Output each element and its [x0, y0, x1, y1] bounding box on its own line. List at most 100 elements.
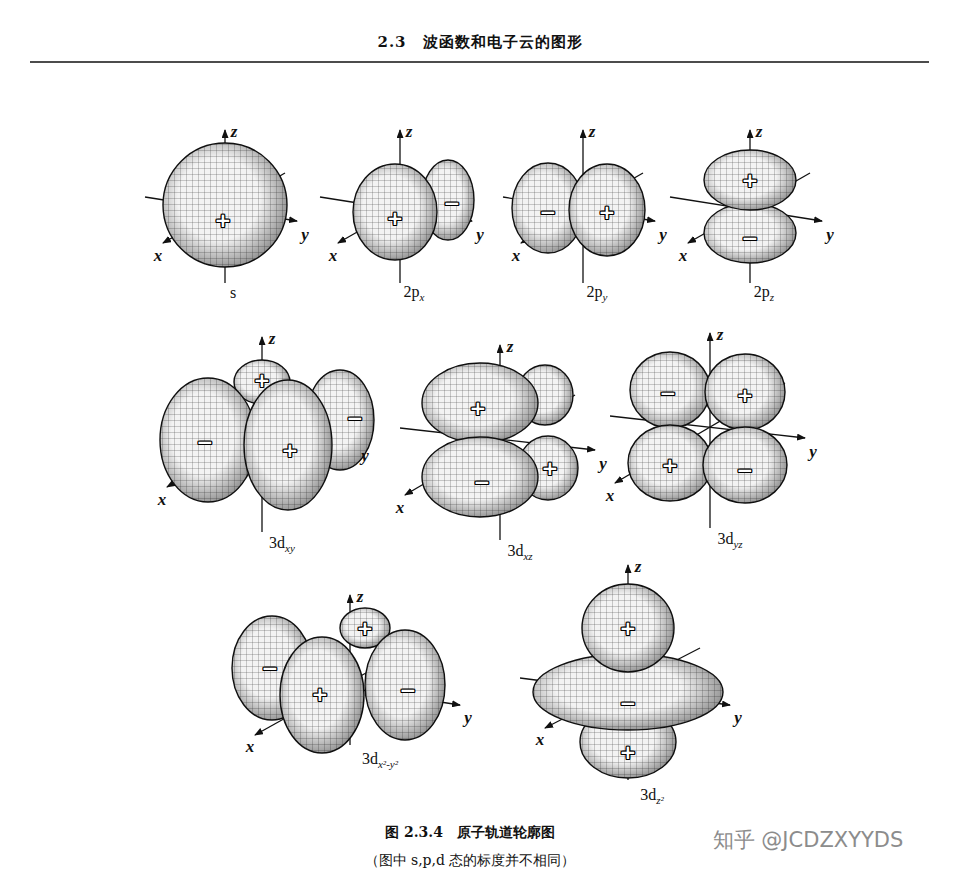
axis-label: z	[756, 123, 763, 142]
orbital-name-main: 3d	[362, 750, 378, 767]
orbital-name: 3dx²-y²	[362, 750, 398, 770]
orbital-name-subscript: yz	[733, 538, 742, 550]
3dxz-orbital	[400, 345, 595, 540]
orbital-lobe	[703, 427, 787, 503]
axis-label: x	[512, 247, 521, 266]
orbital-name: 3dxy	[269, 534, 295, 554]
orbital-name-main: 3d	[640, 786, 656, 803]
axis-label: x	[396, 499, 405, 518]
phase-sign: −	[540, 201, 557, 223]
axis-label: y	[361, 447, 369, 466]
axis-label: y	[599, 455, 607, 474]
axis-label: z	[717, 326, 724, 345]
header-rule	[30, 61, 929, 63]
phase-sign: +	[742, 169, 759, 191]
orbital-name-main: 3d	[269, 534, 285, 551]
phase-sign: +	[542, 457, 559, 479]
orbital-lobe	[160, 378, 256, 502]
orbital-name-main: 3d	[507, 542, 523, 559]
phase-sign: −	[474, 471, 491, 493]
phase-sign: −	[262, 657, 279, 679]
lobe-shade	[582, 584, 674, 672]
lobe-shade	[244, 380, 332, 510]
phase-sign: +	[254, 369, 271, 391]
3dyz-orbital	[610, 333, 805, 528]
lobe-shade	[704, 203, 796, 263]
axis-label: y	[826, 226, 834, 245]
orbital-lobe	[628, 425, 712, 501]
orbital-name-subscript: y	[603, 291, 608, 303]
axis-label: x	[536, 731, 545, 750]
phase-sign: −	[197, 431, 214, 453]
lobe-shade	[422, 437, 538, 517]
axis-label: z	[406, 123, 413, 142]
axis-label: y	[464, 709, 472, 728]
orbital-name-subscript: z²	[656, 794, 664, 806]
phase-sign: +	[387, 207, 404, 229]
phase-sign: −	[660, 382, 677, 404]
page-header: 2.3 波函数和电子云的图形	[377, 34, 582, 51]
3dx2-y2-orbital	[232, 595, 460, 753]
lobe-shade	[705, 354, 785, 430]
orbital-name: 3dyz	[717, 530, 742, 550]
axis-label: y	[809, 443, 817, 462]
phase-sign: −	[444, 192, 461, 214]
orbital-lobe	[704, 203, 796, 263]
lobe-shade	[353, 164, 437, 260]
2px-orbital	[320, 130, 474, 283]
orbital-lobe	[365, 630, 445, 740]
s-orbital	[145, 130, 297, 283]
phase-sign: −	[737, 459, 754, 481]
3dxy-orbital	[160, 337, 374, 532]
axis-label: y	[476, 226, 484, 245]
phase-sign: +	[470, 397, 487, 419]
axis-label: z	[507, 338, 514, 357]
orbital-lobe	[705, 354, 785, 430]
lobe-shade	[160, 378, 256, 502]
phase-sign: −	[347, 407, 364, 429]
orbital-lobe	[163, 143, 287, 267]
phase-sign: +	[357, 617, 374, 639]
orbital-name-subscript: x²-y²	[378, 758, 398, 770]
axis-label: x	[246, 738, 255, 757]
orbital-lobe	[422, 363, 538, 443]
orbital-lobe	[630, 352, 710, 428]
orbital-lobe	[569, 164, 645, 256]
orbital-lobe	[280, 637, 364, 753]
phase-sign: −	[620, 692, 637, 714]
lobe-shade	[365, 630, 445, 740]
lobe-shade	[280, 637, 364, 753]
orbital-lobe	[582, 584, 674, 672]
axis-label: z	[231, 123, 238, 142]
lobe-shade	[628, 425, 712, 501]
axis-label: x	[158, 491, 167, 510]
orbital-name-main: 2p	[587, 283, 603, 300]
2pz-orbital	[670, 130, 822, 283]
3dz2-orbital	[520, 565, 730, 780]
lobe-shade	[569, 164, 645, 256]
axis-label: z	[357, 588, 364, 607]
orbital-name: s	[230, 284, 236, 302]
phase-sign: +	[312, 683, 329, 705]
orbital-name-subscript: x	[420, 291, 425, 303]
orbital-lobe	[704, 150, 796, 210]
lobe-shade	[163, 143, 287, 267]
phase-sign: +	[737, 384, 754, 406]
orbital-name: 2px	[404, 283, 425, 303]
axis-label: z	[269, 330, 276, 349]
axis-label: y	[301, 226, 309, 245]
axis-label: x	[329, 247, 338, 266]
phase-sign: −	[742, 227, 759, 249]
lobe-shade	[704, 150, 796, 210]
orbital-lobe	[422, 437, 538, 517]
orbital-name: 2pz	[754, 283, 774, 303]
axis-label: x	[679, 247, 688, 266]
lobe-shade	[630, 352, 710, 428]
axis-label: x	[154, 247, 163, 266]
phase-sign: −	[400, 679, 417, 701]
axis-label: x	[606, 487, 615, 506]
phase-sign: +	[620, 617, 637, 639]
orbital-name-subscript: xy	[285, 542, 295, 554]
